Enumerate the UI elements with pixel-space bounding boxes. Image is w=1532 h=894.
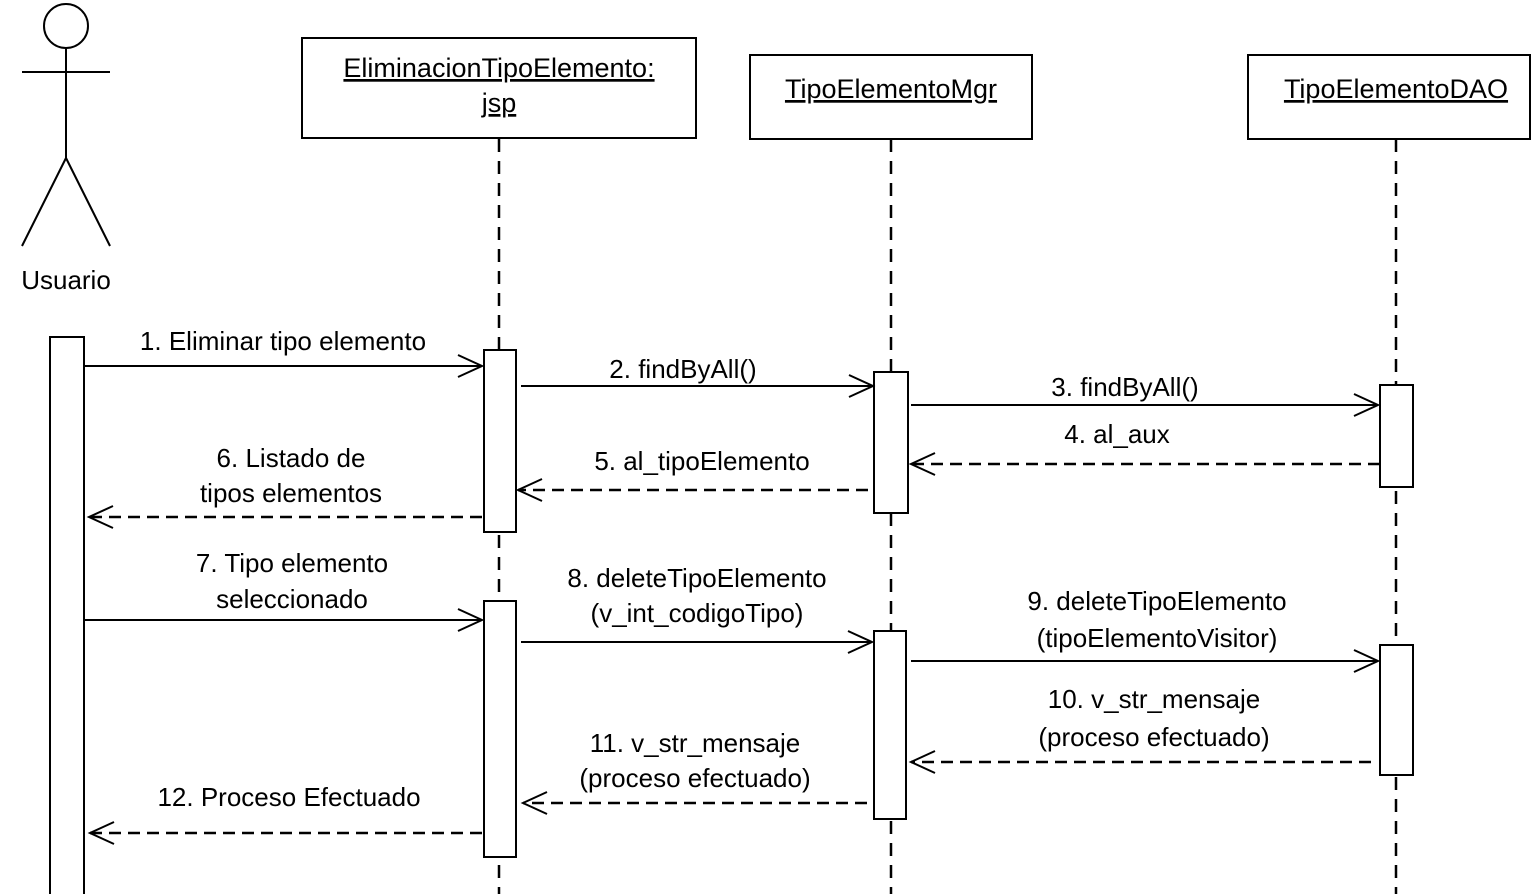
arrowhead-3 xyxy=(1353,393,1381,417)
message-label-6: 6. Listado de xyxy=(217,443,366,473)
message-label-4: 4. al_aux xyxy=(1064,419,1170,449)
message-label-11-line2: (proceso efectuado) xyxy=(579,763,810,793)
arrowhead-7 xyxy=(457,608,485,632)
actor-head xyxy=(43,3,89,49)
activation-mgr-1 xyxy=(873,371,909,514)
object-name-dao: TipoElementoDAO xyxy=(1284,74,1508,104)
arrowhead-9 xyxy=(1353,649,1381,673)
message-label-1: 1. Eliminar tipo elemento xyxy=(140,326,426,356)
arrowhead-8 xyxy=(847,630,875,654)
message-label-3: 3. findByAll() xyxy=(1051,372,1198,402)
message-label-11: 11. v_str_mensaje xyxy=(590,728,801,758)
actor-figure xyxy=(21,3,111,247)
object-box-mgr xyxy=(749,54,1033,140)
actor-left-leg xyxy=(21,157,67,247)
message-label-6-line2: tipos elementos xyxy=(200,478,382,508)
message-label-9: 9. deleteTipoElemento xyxy=(1027,586,1286,616)
message-label-8-line2: (v_int_codigoTipo) xyxy=(591,598,804,628)
object-name-jsp-line2: jsp xyxy=(481,88,517,118)
message-label-9-line2: (tipoElementoVisitor) xyxy=(1037,623,1278,653)
object-box-dao xyxy=(1247,54,1531,140)
activation-dao-2 xyxy=(1379,644,1414,776)
arrowhead-1 xyxy=(457,354,485,378)
arrowhead-5 xyxy=(515,478,543,502)
message-label-5: 5. al_tipoElemento xyxy=(594,446,809,476)
object-box-jsp xyxy=(301,37,697,139)
message-label-2: 2. findByAll() xyxy=(609,354,756,384)
arrowhead-4 xyxy=(908,452,936,476)
activation-jsp-2 xyxy=(483,600,517,858)
actor-name: Usuario xyxy=(21,265,111,295)
message-label-12: 12. Proceso Efectuado xyxy=(157,782,420,812)
activation-actor xyxy=(49,336,85,894)
arrowhead-12 xyxy=(87,821,115,845)
message-label-10: 10. v_str_mensaje xyxy=(1048,684,1260,714)
activation-dao-1 xyxy=(1379,384,1414,488)
arrowhead-6 xyxy=(86,505,114,529)
arrowhead-2 xyxy=(848,374,876,398)
actor-right-leg xyxy=(65,157,111,247)
message-label-7-line2: seleccionado xyxy=(216,584,368,614)
message-label-10-line2: (proceso efectuado) xyxy=(1038,722,1269,752)
object-name-mgr: TipoElementoMgr xyxy=(785,74,997,104)
activation-jsp-1 xyxy=(483,349,517,533)
activation-mgr-2 xyxy=(873,630,907,820)
message-label-7: 7. Tipo elemento xyxy=(196,548,388,578)
arrowhead-10 xyxy=(908,750,936,774)
message-label-8: 8. deleteTipoElemento xyxy=(567,563,826,593)
arrowhead-11 xyxy=(520,791,548,815)
object-name-jsp: EliminacionTipoElemento: xyxy=(343,53,654,83)
